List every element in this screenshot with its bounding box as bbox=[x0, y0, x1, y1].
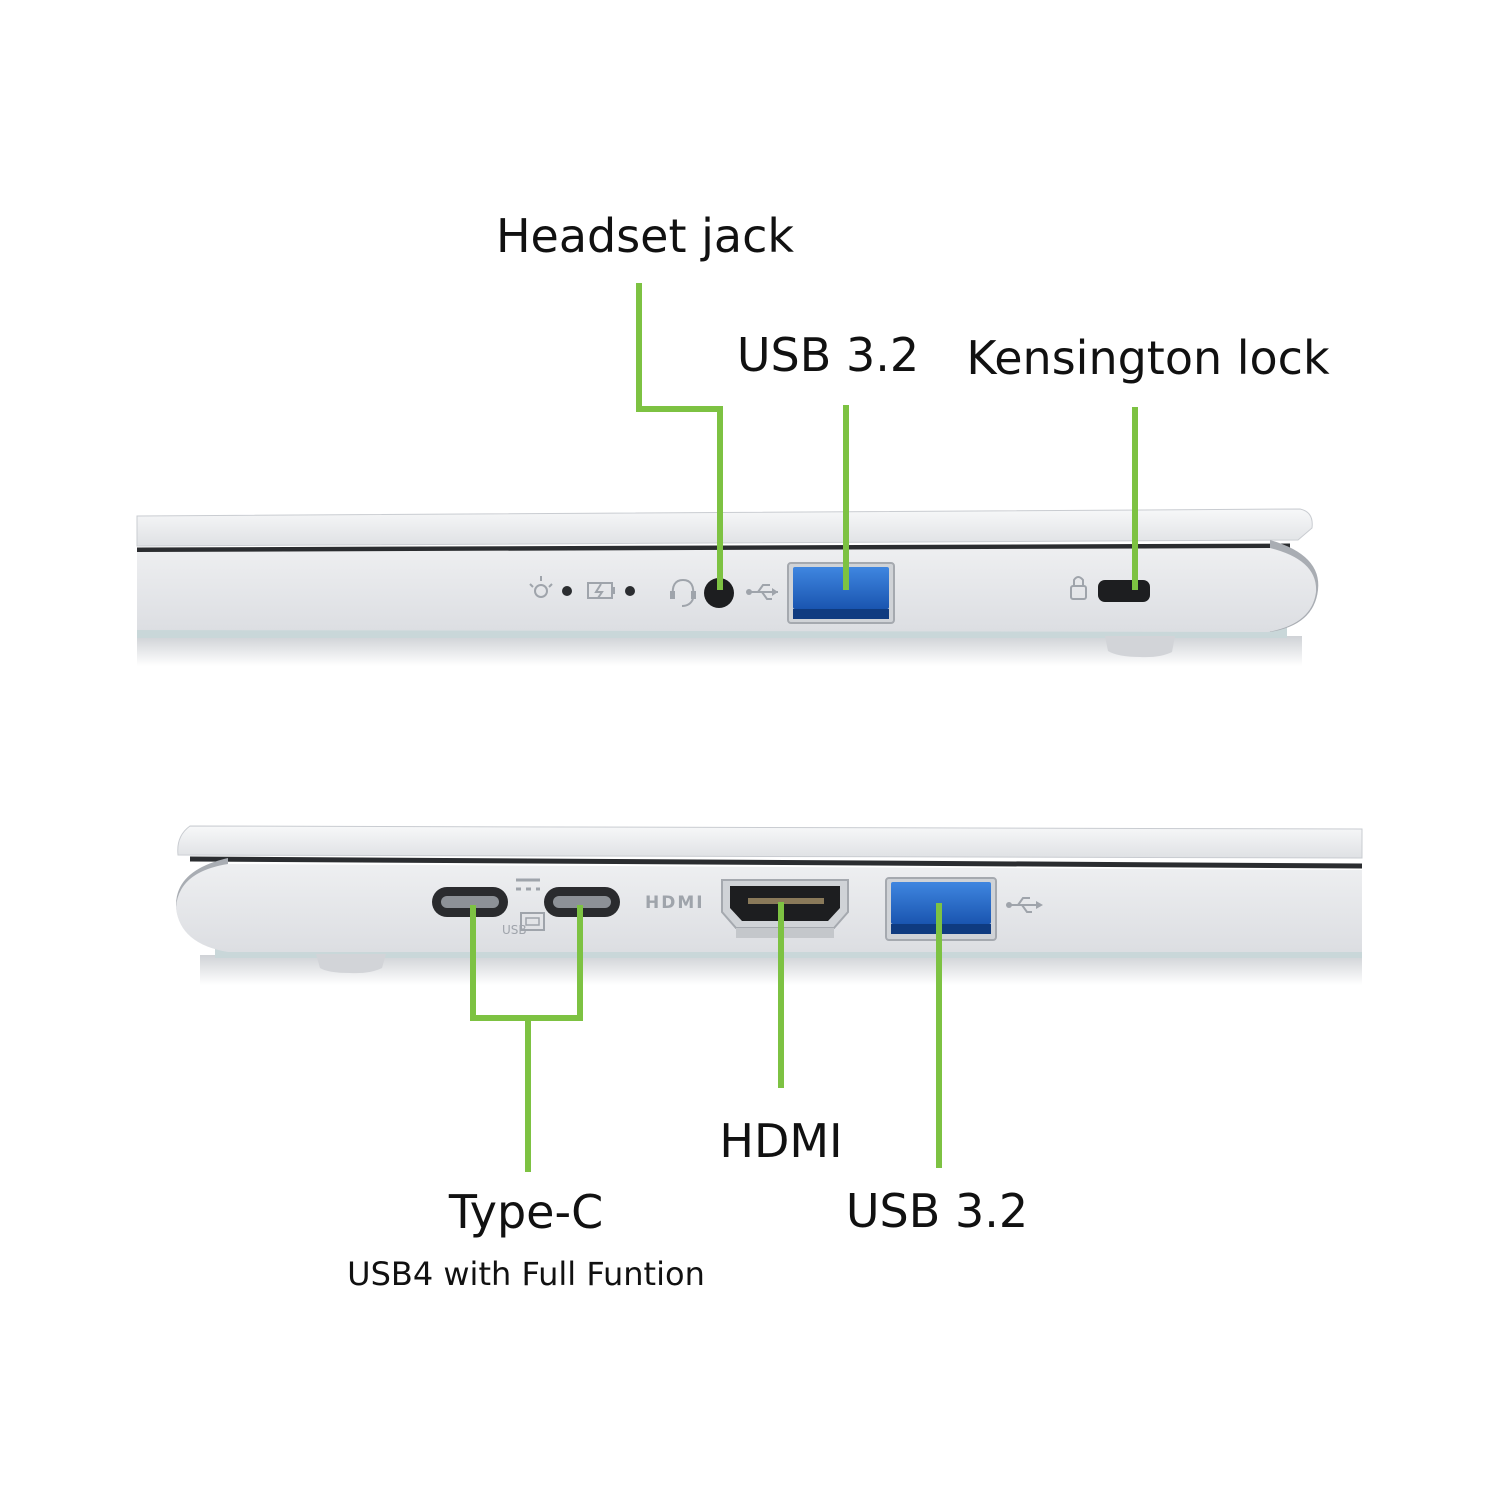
usb-a-port bbox=[787, 562, 895, 624]
power-light-icon bbox=[529, 576, 553, 598]
usb-symbol-icon bbox=[746, 584, 778, 600]
type-c-port-2 bbox=[544, 887, 620, 917]
label-kensington-lock: Kensington lock bbox=[966, 331, 1330, 385]
rubber-foot-bottom bbox=[316, 954, 386, 974]
dc-power-icon bbox=[516, 878, 540, 891]
lid-gap bbox=[136, 543, 1291, 553]
usb-mark: USB bbox=[502, 923, 527, 937]
top-leader-lines bbox=[636, 283, 1138, 590]
laptop-right-side bbox=[136, 508, 1319, 666]
bottom-leader-lines bbox=[470, 902, 942, 1172]
label-usb-bottom: USB 3.2 bbox=[846, 1184, 1028, 1238]
type-c-port-1 bbox=[432, 887, 508, 917]
rubber-foot bbox=[1105, 636, 1175, 658]
display-output-icon bbox=[520, 912, 545, 931]
hdmi-logo: HDMI bbox=[645, 893, 705, 913]
label-headset-jack: Headset jack bbox=[496, 209, 794, 263]
label-type-c: Type-C bbox=[448, 1185, 603, 1239]
battery-charging-icon bbox=[587, 582, 615, 599]
lid-bottom bbox=[177, 825, 1363, 859]
headset-icon bbox=[670, 578, 696, 607]
hdmi-port bbox=[721, 879, 849, 938]
lock-icon bbox=[1070, 576, 1087, 600]
label-usb-top: USB 3.2 bbox=[737, 328, 919, 382]
headset-jack-port bbox=[704, 578, 734, 608]
lid-gap-bottom bbox=[189, 856, 1363, 869]
leader-line-headset bbox=[636, 283, 723, 590]
usb-symbol-icon bbox=[1006, 897, 1043, 913]
laptop-left-side: USB HDMI bbox=[176, 825, 1363, 985]
label-type-c-sub: USB4 with Full Funtion bbox=[347, 1255, 705, 1293]
lid bbox=[136, 508, 1313, 547]
kensington-slot bbox=[1098, 580, 1150, 602]
label-hdmi: HDMI bbox=[719, 1114, 842, 1168]
power-led bbox=[562, 586, 572, 596]
battery-led bbox=[625, 586, 635, 596]
